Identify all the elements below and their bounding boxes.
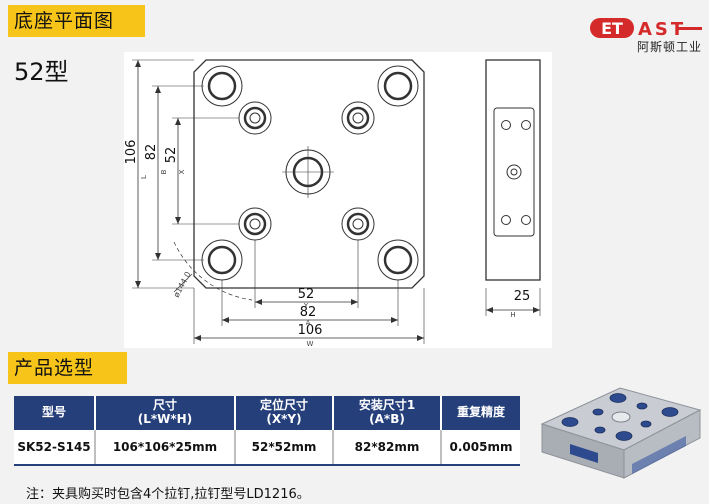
side-view-outline	[485, 59, 541, 281]
model-title: 52型	[14, 58, 69, 86]
dim-106-horizontal: 106	[298, 323, 323, 338]
corner-hole-bl	[201, 239, 243, 281]
product-photo	[540, 387, 702, 479]
logo-subtitle: 阿斯顿工业	[637, 40, 703, 54]
table-row: SK52-S145 106*106*25mm 52*52mm 82*82mm 0…	[14, 428, 520, 466]
pin-hole-bl	[238, 207, 272, 241]
side-view-pocket	[493, 107, 535, 237]
dim-52-vertical: 52	[164, 147, 179, 164]
letter-x: X	[178, 169, 186, 174]
drawing-svg: 106 82 52 52 82 106 25 L B X Y A W H ø14…	[124, 59, 541, 348]
corner-hole-br	[377, 239, 419, 281]
dim-52-horizontal: 52	[298, 287, 315, 302]
logo-mark-icon: ET	[590, 18, 634, 38]
logo-brand-text: AST	[638, 19, 686, 40]
letter-w: W	[307, 340, 314, 348]
cell-model: SK52-S145	[14, 428, 96, 466]
logo-mark-text: ET	[601, 19, 623, 38]
letter-a: A	[306, 319, 311, 327]
header-size: 尺寸(L*W*H)	[95, 396, 236, 429]
cell-accuracy: 0.005mm	[441, 428, 520, 466]
pin-hole-tl	[238, 101, 272, 135]
plate-outline	[193, 59, 425, 289]
header-mount: 安装尺寸1(A*B)	[333, 396, 442, 429]
pin-hole-br	[341, 207, 375, 241]
technical-drawing: 106 82 52 52 82 106 25 L B X Y A W H ø14…	[124, 52, 552, 348]
dim-82-horizontal: 82	[300, 305, 317, 320]
letter-l: L	[140, 175, 148, 179]
dim-25-side: 25	[514, 289, 531, 304]
footnote: 注：夹具购买时包含4个拉钉,拉钉型号LD1216。	[26, 487, 310, 502]
cell-mount: 82*82mm	[333, 428, 442, 466]
spec-table: 型号 尺寸(L*W*H) 定位尺寸(X*Y) 安装尺寸1(A*B) 重复精度 S…	[14, 396, 520, 466]
brand-logo: ET AST	[590, 18, 702, 40]
letter-y: Y	[303, 302, 309, 310]
pin-hole-tr	[341, 101, 375, 135]
header-model: 型号	[14, 396, 96, 429]
header-position: 定位尺寸(X*Y)	[235, 396, 334, 429]
dim-82-vertical: 82	[144, 144, 159, 161]
dim-106-vertical: 106	[124, 140, 139, 165]
corner-hole-tr	[377, 65, 419, 107]
corner-hole-tl	[201, 65, 243, 107]
selection-heading: 产品选型	[8, 352, 127, 384]
letter-b: B	[160, 169, 168, 174]
header-accuracy: 重复精度	[441, 396, 520, 429]
dim-diameter: ø144.0	[172, 270, 193, 299]
cell-size: 106*106*25mm	[95, 428, 236, 466]
letter-h: H	[510, 311, 515, 319]
table-header-row: 型号 尺寸(L*W*H) 定位尺寸(X*Y) 安装尺寸1(A*B) 重复精度	[14, 396, 520, 429]
cell-position: 52*52mm	[235, 428, 334, 466]
plan-heading: 底座平面图	[8, 5, 145, 37]
